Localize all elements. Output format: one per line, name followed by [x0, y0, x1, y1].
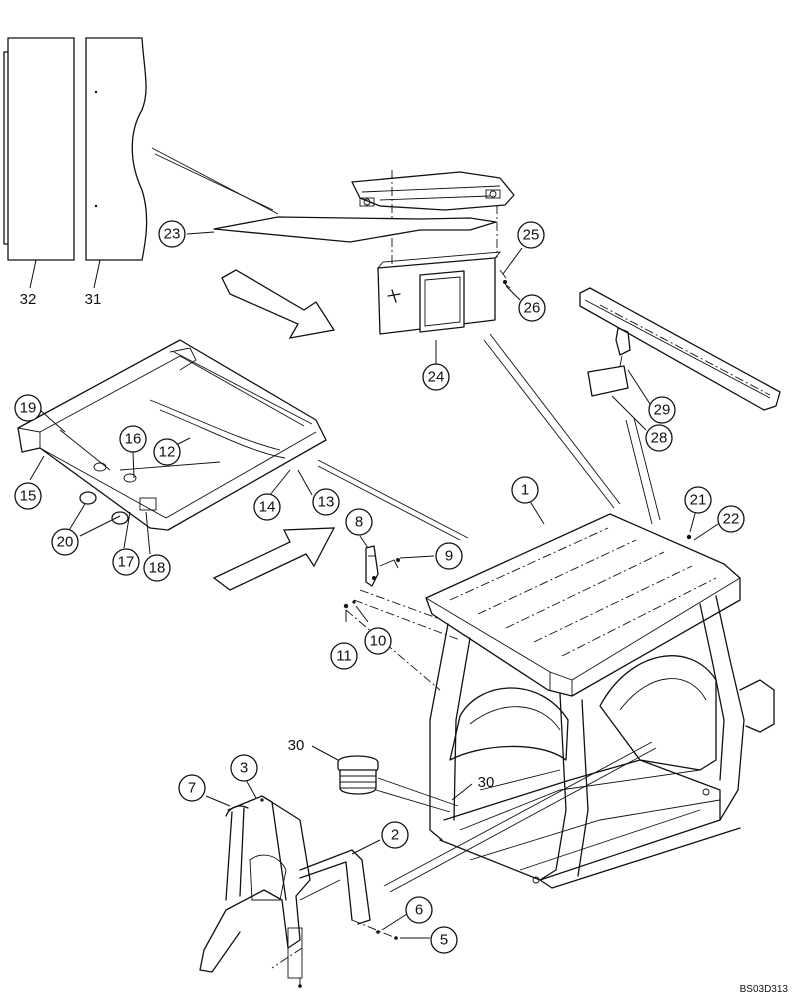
panel-31: [85, 37, 148, 261]
roof-latch: [365, 545, 400, 587]
callout-1: 1: [511, 476, 539, 504]
svg-text:29: 29: [654, 402, 671, 419]
svg-text:23: 23: [164, 226, 181, 243]
svg-text:10: 10: [370, 633, 387, 650]
svg-text:18: 18: [149, 560, 166, 577]
svg-text:12: 12: [159, 444, 176, 461]
callout-18: 18: [143, 554, 171, 582]
svg-text:25: 25: [523, 227, 540, 244]
svg-text:9: 9: [445, 548, 453, 565]
drawing-code: BS03D313: [740, 984, 789, 995]
svg-text:7: 7: [188, 780, 196, 797]
rear-view-mirror-bracket: [579, 287, 781, 411]
headliner-shell: [351, 171, 515, 211]
svg-text:19: 19: [20, 400, 37, 417]
svg-text:26: 26: [524, 300, 541, 317]
svg-text:28: 28: [651, 430, 668, 447]
svg-text:21: 21: [690, 492, 707, 509]
headliner-pad: [213, 216, 497, 243]
grommet-30: [337, 755, 379, 795]
callout-21: 21: [684, 486, 712, 514]
callout-22: 22: [717, 505, 745, 533]
label-30-lower: 30: [478, 774, 495, 791]
callout-12: 12: [153, 438, 181, 466]
label-31: 31: [85, 291, 102, 308]
callout-5: 5: [430, 926, 458, 954]
callout-25: 25: [517, 221, 545, 249]
callout-11: 11: [330, 642, 358, 670]
svg-text:14: 14: [259, 499, 276, 516]
svg-text:8: 8: [355, 514, 363, 531]
svg-text:1: 1: [521, 482, 529, 499]
svg-text:6: 6: [415, 902, 423, 919]
callout-6: 6: [405, 896, 433, 924]
callout-8: 8: [345, 508, 373, 536]
svg-text:20: 20: [57, 534, 74, 551]
callout-23: 23: [158, 220, 186, 248]
callout-29: 29: [648, 396, 676, 424]
callout-7: 7: [178, 774, 206, 802]
svg-text:15: 15: [20, 488, 37, 505]
label-32: 32: [20, 291, 37, 308]
cab-frame: [425, 513, 775, 889]
callout-15: 15: [14, 482, 42, 510]
rear-window-panel: [377, 251, 502, 335]
svg-text:16: 16: [125, 431, 142, 448]
callout-2: 2: [381, 821, 409, 849]
callout-13: 13: [312, 488, 340, 516]
svg-text:13: 13: [318, 494, 335, 511]
svg-text:2: 2: [391, 827, 399, 844]
svg-text:17: 17: [118, 554, 135, 571]
svg-text:24: 24: [428, 369, 445, 386]
callout-26: 26: [518, 294, 546, 322]
callout-14: 14: [253, 493, 281, 521]
callout-20: 20: [51, 528, 79, 556]
callout-17: 17: [112, 548, 140, 576]
svg-text:5: 5: [440, 932, 448, 949]
callout-9: 9: [435, 542, 463, 570]
panel-32: [3, 37, 75, 261]
svg-text:11: 11: [336, 648, 352, 665]
direction-arrow-upper: [221, 269, 336, 339]
callout-16: 16: [119, 425, 147, 453]
svg-text:22: 22: [723, 511, 740, 528]
label-30-upper: 30: [288, 737, 305, 754]
callout-24: 24: [422, 363, 450, 391]
callout-3: 3: [230, 754, 258, 782]
callout-19: 19: [14, 394, 42, 422]
svg-text:3: 3: [240, 760, 248, 777]
rear-frame-assembly: [199, 795, 371, 988]
callout-10: 10: [364, 627, 392, 655]
direction-arrow-lower: [212, 527, 336, 591]
lower-headliner-tray: [17, 339, 327, 531]
callout-28: 28: [645, 424, 673, 452]
